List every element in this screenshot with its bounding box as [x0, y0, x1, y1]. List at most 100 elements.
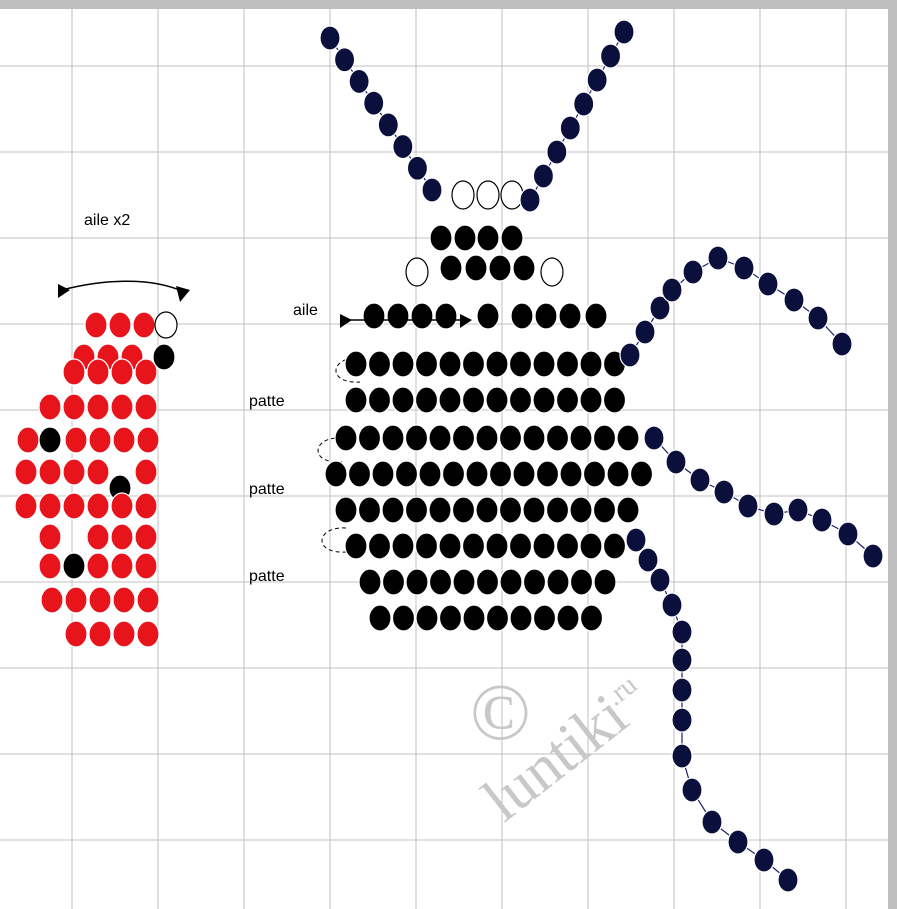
black-bead [501, 225, 523, 251]
black-bead [453, 497, 475, 523]
antenna-bead [520, 188, 540, 212]
black-bead [547, 497, 569, 523]
black-bead [463, 533, 485, 559]
leg-bead [626, 528, 646, 552]
leg-bead [672, 744, 692, 768]
black-bead [463, 387, 485, 413]
red-bead [87, 524, 109, 550]
leg-bead [738, 494, 758, 518]
black-bead [416, 351, 438, 377]
black-bead [463, 351, 485, 377]
antenna-bead [574, 92, 594, 116]
leg-bead [812, 508, 832, 532]
leg-bead [734, 256, 754, 280]
black-bead [406, 569, 428, 595]
black-bead [500, 497, 522, 523]
black-bead [631, 461, 653, 487]
leg-bead [672, 708, 692, 732]
red-bead [135, 493, 157, 519]
antenna-bead [320, 26, 340, 50]
black-bead [535, 303, 557, 329]
black-bead [476, 497, 498, 523]
black-bead [594, 569, 616, 595]
red-bead [87, 493, 109, 519]
black-bead [523, 425, 545, 451]
red-bead [113, 427, 135, 453]
red-bead [111, 553, 133, 579]
black-bead [534, 605, 556, 631]
white-bead [501, 181, 523, 209]
leg-bead [714, 480, 734, 504]
black-bead [559, 303, 581, 329]
white-bead [541, 258, 563, 286]
red-bead [109, 312, 131, 338]
black-bead [604, 387, 626, 413]
black-bead [513, 461, 535, 487]
arrow-head-right [176, 286, 190, 302]
red-bead [137, 427, 159, 453]
black-bead [581, 605, 603, 631]
red-bead [63, 459, 85, 485]
body-piece [325, 181, 653, 631]
wing-arrow-line [62, 281, 184, 292]
black-bead [510, 387, 532, 413]
leg-bead [650, 568, 670, 592]
antenna-bead [533, 164, 553, 188]
red-bead [113, 587, 135, 613]
black-bead [440, 255, 462, 281]
black-bead [439, 387, 461, 413]
black-bead [39, 427, 61, 453]
red-bead [65, 587, 87, 613]
red-bead [63, 394, 85, 420]
red-bead [89, 427, 111, 453]
wing-arrow-head [460, 314, 472, 328]
black-bead [439, 533, 461, 559]
wing-label: aile [293, 302, 318, 320]
red-bead [111, 359, 133, 385]
black-bead [382, 425, 404, 451]
black-bead [392, 387, 414, 413]
leg-bead [758, 272, 778, 296]
antenna-bead [378, 113, 398, 137]
black-bead [419, 461, 441, 487]
black-bead [392, 533, 414, 559]
leg-label-3: patte [249, 568, 285, 586]
black-bead [416, 387, 438, 413]
black-bead [416, 605, 438, 631]
black-bead [547, 425, 569, 451]
black-bead [607, 461, 629, 487]
black-bead [533, 387, 555, 413]
antenna-bead [407, 156, 427, 180]
black-bead [594, 497, 616, 523]
black-bead [383, 569, 405, 595]
black-bead [511, 303, 533, 329]
red-bead [113, 621, 135, 647]
red-bead [63, 359, 85, 385]
leg-bead [764, 502, 784, 526]
black-bead [382, 497, 404, 523]
black-bead [372, 461, 394, 487]
leg-bead [672, 620, 692, 644]
wing-piece [15, 312, 177, 647]
red-bead [85, 312, 107, 338]
black-bead [443, 461, 465, 487]
black-bead [416, 533, 438, 559]
black-bead [335, 425, 357, 451]
antenna-bead [364, 91, 384, 115]
red-bead [17, 427, 39, 453]
antenna-bead [560, 116, 580, 140]
black-bead [369, 533, 391, 559]
red-bead [137, 587, 159, 613]
black-bead [533, 533, 555, 559]
leg-bead [682, 778, 702, 802]
black-bead [453, 425, 475, 451]
leg-bead [690, 468, 710, 492]
red-bead [135, 394, 157, 420]
white-bead [477, 181, 499, 209]
black-bead [500, 425, 522, 451]
black-bead [557, 387, 579, 413]
black-bead [63, 553, 85, 579]
black-bead [430, 569, 452, 595]
wing-arrow-head [340, 314, 352, 328]
